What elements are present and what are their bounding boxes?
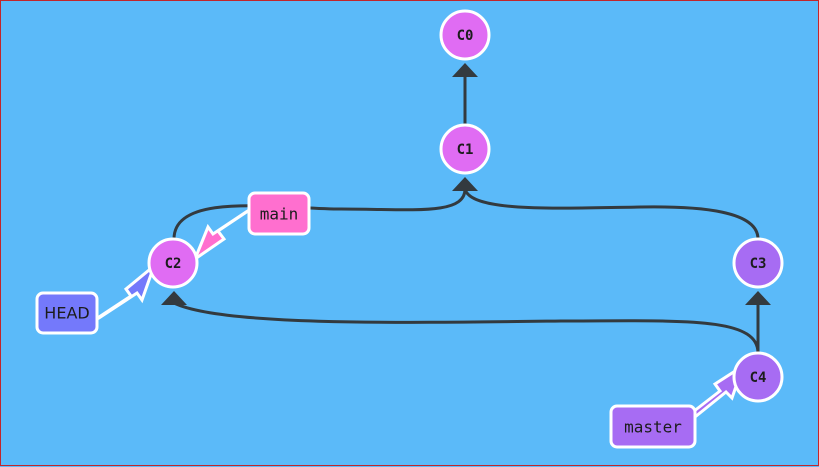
head-label-box [35, 291, 99, 335]
head-ref[interactable]: HEAD [35, 291, 99, 335]
commit-node [439, 9, 491, 61]
arrowhead-c1 [452, 177, 478, 191]
commit-label: C2 [165, 256, 182, 272]
branch-master[interactable]: master [609, 404, 697, 449]
commit-c1[interactable]: C1 [439, 123, 491, 175]
commit-node [147, 237, 199, 289]
edge-arrowheads [161, 63, 771, 305]
branch-label-box [247, 191, 311, 236]
commit-label: C3 [750, 256, 767, 272]
head-pointer-arrow [92, 261, 158, 323]
commit-c3[interactable]: C3 [732, 237, 784, 289]
commit-label: C1 [457, 142, 474, 158]
branch-label: master [624, 418, 682, 437]
commit-c2[interactable]: C2 [147, 237, 199, 289]
main-pointer-arrow [191, 207, 252, 264]
commit-c0[interactable]: C0 [439, 9, 491, 61]
commit-node [732, 351, 784, 403]
branch-main[interactable]: main [247, 191, 311, 236]
arrowhead-c0 [452, 63, 478, 77]
commit-node [732, 237, 784, 289]
commit-label: C4 [750, 370, 767, 386]
edge-c3-c1 [463, 188, 760, 240]
edge-c4-c2 [173, 301, 760, 354]
branch-label-box [609, 404, 697, 449]
commit-c4[interactable]: C4 [732, 351, 784, 403]
head-label: HEAD [44, 304, 89, 323]
branch-label: main [260, 205, 299, 224]
edge-c2-c1 [172, 188, 467, 240]
commit-edges [172, 73, 760, 354]
arrowhead-c2 [161, 291, 187, 305]
arrowhead-c3 [745, 291, 771, 305]
commit-label: C0 [457, 28, 474, 44]
commit-node [439, 123, 491, 175]
